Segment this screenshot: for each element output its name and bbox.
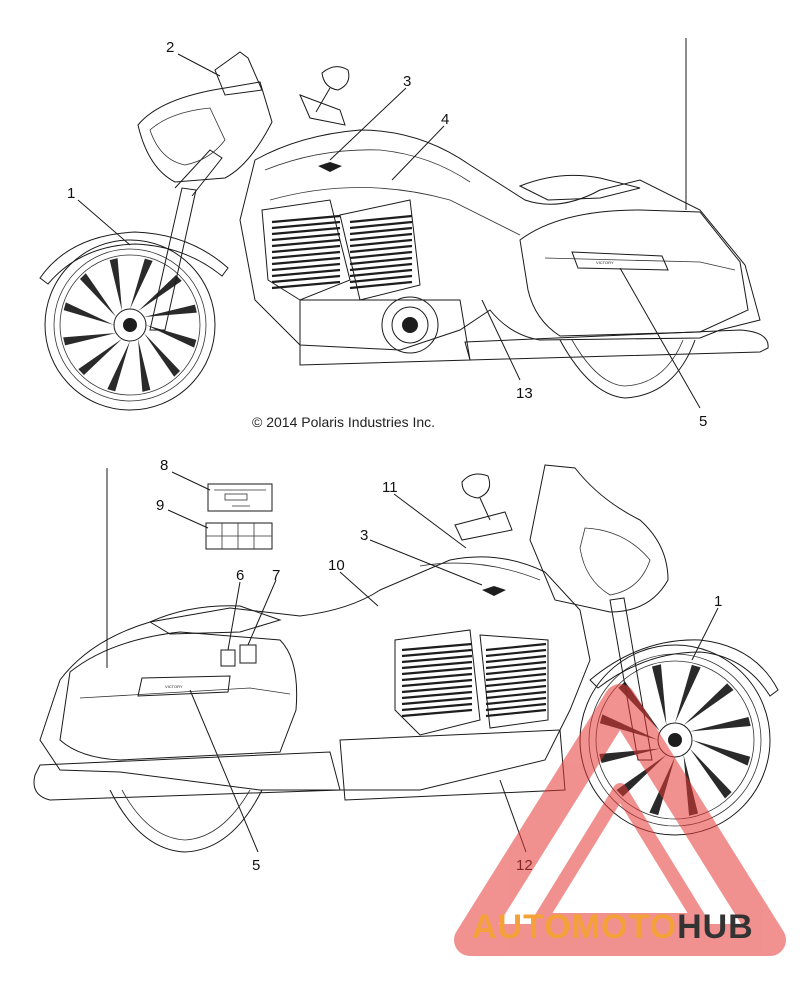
cylinder-fin [349, 250, 413, 260]
wheel-spoke [107, 341, 130, 392]
cylinder-fin [349, 256, 413, 266]
wheel-spoke [689, 716, 751, 732]
callout-bottom-11: 11 [382, 479, 398, 496]
cylinder-fin [271, 214, 341, 224]
cylinder-fin [401, 678, 473, 688]
decal-8-thumbnail [207, 483, 273, 512]
wheel-spoke [109, 258, 122, 312]
wheel-spoke [78, 338, 122, 376]
callout-bottom-8: 8 [160, 457, 168, 474]
saddlebag-badge-top: VICTORY [596, 260, 614, 265]
engine-top [261, 199, 471, 366]
watermark-text: AUTOMOTOHUB [472, 908, 754, 946]
automotohub-watermark: AUTOMOTOHUB [454, 684, 786, 956]
cylinder-fin [485, 696, 547, 706]
callout-top-4: 4 [441, 111, 449, 128]
callout-top-2: 2 [166, 39, 174, 56]
wheel-spoke [130, 258, 153, 309]
cylinder-fin [485, 702, 547, 712]
wheel-spoke [692, 740, 751, 766]
callout-bottom-10: 10 [328, 557, 345, 574]
callout-bottom-3: 3 [360, 527, 368, 544]
cylinder-fin [485, 708, 547, 718]
leader-lines [77, 53, 719, 853]
cylinder-fin [401, 666, 473, 676]
wheel-spoke [143, 333, 181, 377]
cylinder-fin [271, 262, 341, 272]
saddlebag-badge-bottom: VICTORY [165, 684, 183, 689]
cylinder-fin [271, 232, 341, 242]
cylinder-fin [271, 226, 341, 236]
callout-top-3: 3 [403, 73, 411, 90]
watermark-text-hub: HUB [677, 908, 754, 946]
copyright-notice: © 2014 Polaris Industries Inc. [252, 414, 435, 430]
cylinder-fin [271, 244, 341, 254]
front-wheel-top [44, 239, 216, 411]
cylinder-fin [485, 672, 547, 682]
cylinder-fin [349, 214, 413, 224]
cylinder-fin [485, 660, 547, 670]
cylinder-fin [271, 280, 341, 290]
cylinder-fin [349, 232, 413, 242]
cylinder-fin [401, 648, 473, 658]
wheel-spoke [143, 304, 197, 317]
cylinder-fin [401, 642, 473, 652]
callout-bottom-7: 7 [272, 567, 280, 584]
callout-top-13: 13 [516, 385, 533, 402]
wheel-spoke [138, 274, 182, 312]
cylinder-fin [401, 654, 473, 664]
cylinder-fin [349, 280, 413, 290]
cylinder-fin [485, 642, 547, 652]
cylinder-fin [401, 690, 473, 700]
callout-bottom-6: 6 [236, 567, 244, 584]
cylinder-fin [349, 268, 413, 278]
wheel-spoke [63, 302, 114, 325]
callout-top-5: 5 [699, 413, 707, 430]
engine-bottom [339, 629, 566, 801]
cylinder-fin [349, 220, 413, 230]
cylinder-fin [349, 226, 413, 236]
cylinder-fin [349, 262, 413, 272]
cylinder-fin [485, 666, 547, 676]
callout-bottom-5: 5 [252, 857, 260, 874]
cylinder-fin [401, 696, 473, 706]
wheel-spoke [138, 338, 151, 392]
cylinder-fin [349, 244, 413, 254]
cylinder-fin [401, 660, 473, 670]
cylinder-fin [271, 256, 341, 266]
watermark-text-automoto: AUTOMOTO [472, 908, 677, 946]
cylinder-fin [271, 268, 341, 278]
cylinder-fin [401, 672, 473, 682]
wheel-spoke [689, 748, 732, 799]
callout-top-1: 1 [67, 185, 75, 202]
wheel-spoke [146, 325, 197, 348]
wheel-spoke [79, 273, 117, 317]
cylinder-fin [349, 238, 413, 248]
callout-bottom-1: 1 [714, 593, 722, 610]
wheel-spoke [683, 683, 734, 726]
callout-labels: 1 2 3 4 5 13 1 3 5 6 7 8 9 10 11 12 [67, 39, 722, 874]
cylinder-fin [485, 684, 547, 694]
cylinder-fin [271, 220, 341, 230]
watermark-triangle-logo [454, 684, 786, 956]
cylinder-fin [485, 654, 547, 664]
callout-bottom-9: 9 [156, 497, 164, 514]
cylinder-fin [271, 274, 341, 284]
cylinder-fin [485, 690, 547, 700]
wheel-spoke [651, 664, 667, 726]
motorcycle-top-view-left-side: VICTORY [39, 38, 769, 411]
cylinder-fin [401, 702, 473, 712]
cylinder-fin [271, 238, 341, 248]
cylinder-fin [349, 274, 413, 284]
wheel-spoke [675, 664, 701, 723]
cylinder-fin [485, 648, 547, 658]
decal-9-thumbnail [205, 522, 273, 550]
cylinder-fin [401, 684, 473, 694]
cylinder-fin [401, 708, 473, 718]
wheel-spoke [63, 333, 117, 346]
cylinder-fin [485, 678, 547, 688]
cylinder-fin [271, 250, 341, 260]
